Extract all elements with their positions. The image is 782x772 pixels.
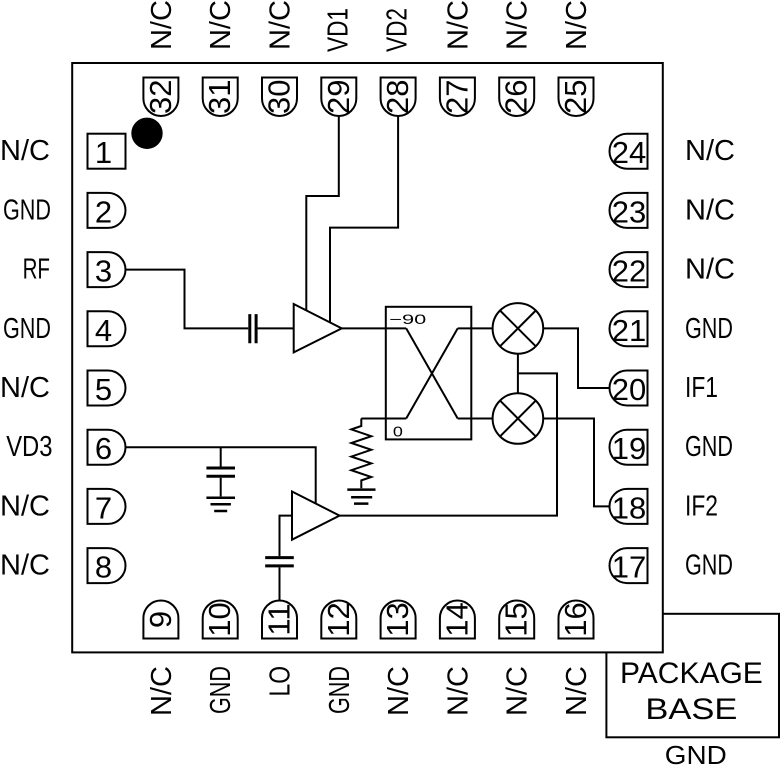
svg-text:N/C: N/C [502,666,534,716]
svg-text:3: 3 [95,254,112,289]
svg-text:GND: GND [205,666,237,714]
svg-text:9: 9 [143,611,178,628]
svg-text:N/C: N/C [146,0,178,50]
svg-text:GND: GND [685,550,733,582]
svg-text:6: 6 [95,431,112,466]
svg-text:RF: RF [23,254,50,286]
svg-text:N/C: N/C [442,0,474,50]
svg-text:24: 24 [612,135,646,170]
svg-text:GND: GND [3,313,51,345]
svg-text:N/C: N/C [0,490,50,522]
svg-text:8: 8 [95,550,112,585]
svg-text:GND: GND [3,194,51,226]
svg-text:32: 32 [143,80,178,114]
svg-text:N/C: N/C [685,254,735,286]
svg-text:−90: −90 [389,311,426,327]
svg-text:26: 26 [499,80,534,114]
svg-text:N/C: N/C [383,666,415,716]
svg-text:GND: GND [665,740,727,770]
svg-text:14: 14 [439,602,474,636]
svg-text:PACKAGE: PACKAGE [620,657,763,690]
svg-text:30: 30 [262,80,297,114]
svg-text:N/C: N/C [561,0,593,50]
svg-text:11: 11 [262,603,297,635]
svg-text:17: 17 [612,550,646,585]
svg-text:21: 21 [612,313,646,348]
svg-text:10: 10 [202,602,237,636]
svg-text:16: 16 [558,602,593,636]
svg-text:7: 7 [95,490,112,525]
svg-text:1: 1 [95,135,112,170]
svg-text:5: 5 [95,372,112,407]
svg-text:25: 25 [558,80,593,114]
svg-text:2: 2 [95,194,112,229]
svg-text:12: 12 [321,602,356,636]
svg-text:VD1: VD1 [322,8,354,52]
svg-text:VD3: VD3 [6,431,52,463]
svg-text:22: 22 [612,254,646,289]
svg-text:GND: GND [685,431,733,463]
svg-text:23: 23 [612,194,646,229]
svg-text:IF1: IF1 [685,372,718,404]
svg-text:18: 18 [612,490,646,525]
svg-text:28: 28 [380,80,415,114]
svg-text:27: 27 [439,80,474,114]
svg-text:N/C: N/C [685,135,735,167]
svg-text:N/C: N/C [265,0,297,50]
svg-text:20: 20 [612,372,646,407]
svg-text:N/C: N/C [561,666,593,716]
svg-text:19: 19 [612,431,646,466]
svg-text:GND: GND [324,666,356,714]
svg-text:N/C: N/C [0,372,50,404]
svg-text:IF2: IF2 [685,490,718,522]
svg-text:N/C: N/C [205,0,237,50]
svg-text:N/C: N/C [0,550,50,582]
svg-text:VD2: VD2 [382,8,414,52]
svg-text:29: 29 [321,80,356,114]
svg-text:4: 4 [95,313,112,348]
svg-text:LO: LO [265,666,297,697]
svg-text:N/C: N/C [146,666,178,716]
svg-text:N/C: N/C [685,194,735,226]
svg-text:N/C: N/C [442,666,474,716]
svg-text:13: 13 [380,602,415,636]
svg-text:GND: GND [685,313,733,345]
svg-text:N/C: N/C [0,135,50,167]
svg-text:N/C: N/C [502,0,534,50]
svg-text:BASE: BASE [645,693,737,726]
svg-text:0: 0 [393,423,403,440]
svg-text:15: 15 [499,602,534,636]
svg-text:31: 31 [202,80,237,114]
